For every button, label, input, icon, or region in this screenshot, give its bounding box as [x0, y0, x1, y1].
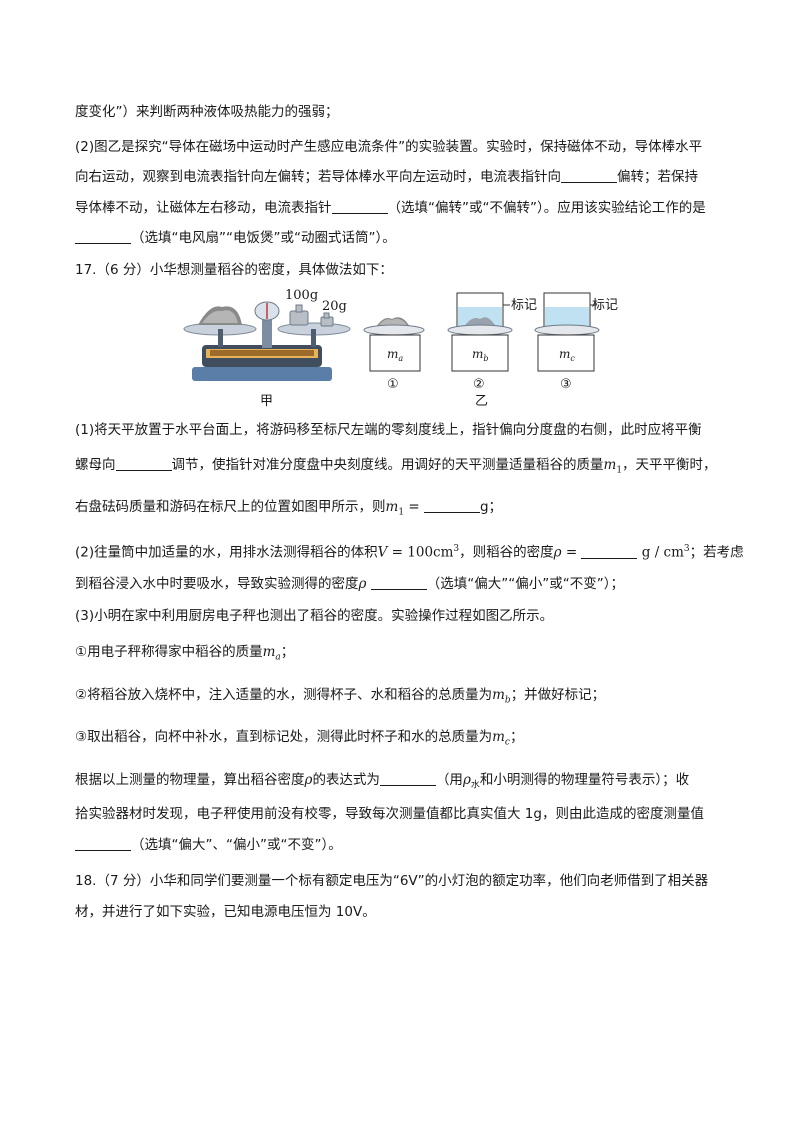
- text-line: (2)往量筒中加适量的水，用排水法测得稻谷的体积V = 100cm3，则稻谷的密…: [75, 544, 744, 561]
- text-line: （选填“电风扇”“电饭煲”或“动圈式话筒”）。: [75, 229, 396, 247]
- scale-label-mb: mb: [472, 347, 489, 363]
- experiment-illustration: 100g 20g ma 标记 mb: [183, 288, 618, 409]
- figure-label-jia: 甲: [260, 394, 273, 409]
- weight-20g-label: 20g: [322, 299, 347, 314]
- text-line: 导体棒不动，让磁体左右移动，电流表指针（选填“偏转”或“不偏转”）。应用该实验结…: [75, 199, 706, 216]
- answer-blank[interactable]: [423, 498, 480, 513]
- answer-blank[interactable]: [75, 229, 131, 244]
- text-line: 材，并进行了如下实验，已知电源电压恒为 10V。: [75, 904, 376, 920]
- answer-blank[interactable]: [75, 836, 131, 851]
- answer-blank[interactable]: [561, 168, 617, 183]
- balance-scale-icon: [183, 301, 351, 381]
- electronic-scale-3: [534, 292, 600, 372]
- text-line: 根据以上测量的物理量，算出稻谷密度ρ的表达式为（用ρ水和小明测得的物理量符号表示…: [75, 771, 690, 791]
- answer-blank[interactable]: [581, 544, 638, 559]
- mark-label: 标记: [511, 298, 537, 313]
- question-17-title: 17.（6 分）小华想测量稻谷的密度，具体做法如下：: [75, 262, 393, 278]
- answer-blank[interactable]: [370, 575, 427, 590]
- scale-label-mc: mc: [559, 347, 575, 363]
- step-number-2: ②: [473, 377, 485, 392]
- text-line: （选填“偏大”、“偏小”或“不变”）。: [75, 836, 342, 854]
- text-line: 度变化”）来判断两种液体吸热能力的强弱；: [75, 104, 339, 120]
- answer-blank[interactable]: [331, 199, 388, 214]
- text-line: 右盘砝码质量和游码在标尺上的位置如图甲所示，则m1 = g；: [75, 498, 503, 518]
- electronic-scale-2: [447, 292, 513, 372]
- step-3: ③取出稻谷，向杯中补水，直到标记处，测得此时杯子和水的总质量为mc；: [75, 729, 524, 748]
- text-line: 螺母向调节，使指针对准分度盘中央刻度线。用调好的天平测量适量稻谷的质量m1，天平…: [75, 456, 717, 476]
- text-line: (3)小明在家中利用厨房电子秤也测出了稻谷的密度。实验操作过程如图乙所示。: [75, 608, 554, 624]
- answer-blank[interactable]: [379, 771, 436, 786]
- step-2: ②将稻谷放入烧杯中，注入适量的水，测得杯子、水和稻谷的总质量为mb；并做好标记；: [75, 687, 606, 706]
- text-line: 到稻谷浸入水中时要吸水，导致实验测得的密度ρ （选填“偏大”“偏小”或“不变”）…: [75, 575, 624, 592]
- answer-blank[interactable]: [115, 456, 172, 471]
- text-line: (1)将天平放置于水平台面上，将游码移至标尺左端的零刻度线上，指针偏向分度盘的右…: [75, 422, 702, 438]
- electronic-scale-1: [363, 317, 425, 372]
- figure-balance-and-scale: 100g 20g ma 标记 mb: [180, 285, 620, 410]
- step-1: ①用电子秤称得家中稻谷的质量ma；: [75, 644, 295, 663]
- mark-label: 标记: [592, 298, 618, 313]
- text-line: 拾实验器材时发现，电子秤使用前没有校零，导致每次测量值都比真实值大 1g，则由此…: [75, 806, 704, 822]
- scale-label-ma: ma: [387, 347, 403, 363]
- figure-label-yi: 乙: [475, 394, 488, 409]
- text-line: (2)图乙是探究“导体在磁场中运动时产生感应电流条件”的实验装置。实验时，保持磁…: [75, 139, 703, 155]
- step-number-3: ③: [560, 377, 572, 392]
- weight-100g-label: 100g: [285, 288, 318, 303]
- question-18-title: 18.（7 分）小华和同学们要测量一个标有额定电压为“6V”的小灯泡的额定功率，…: [75, 873, 709, 889]
- step-number-1: ①: [387, 377, 399, 392]
- text-line: 向右运动，观察到电流表指针向左偏转；若导体棒水平向左运动时，电流表指针向偏转；若…: [75, 168, 698, 185]
